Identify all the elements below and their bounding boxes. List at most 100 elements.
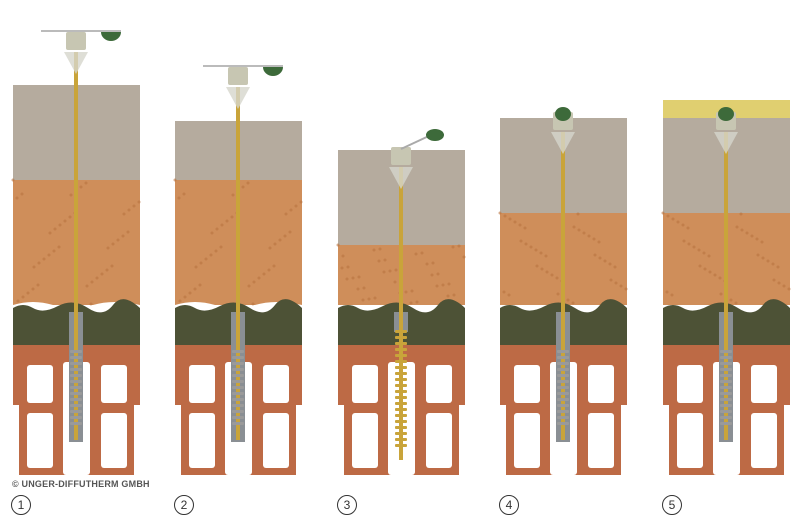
step-label-5: 5 — [662, 495, 682, 515]
texture-dot — [703, 267, 707, 271]
brick-web — [615, 425, 621, 460]
texture-dot — [782, 284, 786, 288]
texture-dot — [556, 292, 560, 296]
texture-dot — [707, 254, 711, 258]
brick-hole — [189, 413, 215, 468]
texture-dot — [760, 240, 764, 244]
texture-dot — [576, 212, 580, 216]
texture-dot — [750, 234, 754, 238]
texture-dot — [681, 223, 685, 227]
screw-thread — [395, 414, 407, 417]
brick-hole — [352, 413, 378, 468]
screw-thread — [557, 350, 569, 353]
texture-dot — [188, 291, 192, 295]
texture-dot — [498, 211, 502, 215]
brick-hole — [751, 365, 777, 403]
brick-hole — [426, 413, 452, 468]
screw-thread — [232, 362, 244, 365]
screw-thread — [557, 410, 569, 413]
brick-hole — [101, 365, 127, 403]
texture-dot — [356, 287, 360, 291]
brick-notch — [621, 405, 627, 475]
texture-dot — [447, 282, 451, 286]
cap-icon — [555, 107, 571, 121]
texture-dot — [183, 295, 187, 299]
texture-dot — [535, 264, 539, 268]
texture-dot — [272, 264, 276, 268]
texture-dot — [508, 217, 512, 221]
texture-dot — [571, 301, 575, 305]
texture-dot — [289, 208, 293, 212]
texture-dot — [676, 220, 680, 224]
texture-dot — [713, 273, 717, 277]
texture-dot — [116, 238, 120, 242]
texture-dot — [441, 283, 445, 287]
brick-hole — [588, 413, 614, 468]
brick-web — [19, 425, 25, 460]
screw-thread — [720, 350, 732, 353]
screw-thread — [395, 372, 407, 375]
texture-dot — [718, 276, 722, 280]
screw-thread — [395, 420, 407, 423]
texture-dot — [57, 245, 61, 249]
screw-thread — [70, 374, 82, 377]
texture-dot — [523, 226, 527, 230]
brick-hole — [514, 413, 540, 468]
texture-dot — [665, 290, 669, 294]
screw-thread — [557, 398, 569, 401]
texture-dot — [613, 265, 617, 269]
texture-dot — [555, 276, 559, 280]
texture-dot — [346, 265, 350, 269]
texture-dot — [182, 192, 186, 196]
texture-dot — [336, 243, 340, 247]
screw-thread — [557, 404, 569, 407]
cap-arm — [400, 134, 432, 150]
screw-thread — [70, 404, 82, 407]
texture-dot — [682, 239, 686, 243]
screw-shaft — [399, 167, 403, 460]
arrow-icon — [551, 132, 575, 154]
screw-shaft — [561, 132, 565, 440]
texture-dot — [373, 296, 377, 300]
brick-hole — [677, 413, 703, 468]
texture-dot — [394, 268, 398, 272]
cap-icon — [718, 107, 734, 121]
screw-thread — [720, 368, 732, 371]
texture-dot — [603, 259, 607, 263]
brick-web — [453, 425, 459, 460]
texture-dot — [729, 298, 733, 302]
screw-thread — [70, 350, 82, 353]
screw-shaft — [724, 132, 728, 440]
texture-dot — [529, 245, 533, 249]
screw-thread — [232, 410, 244, 413]
texture-dot — [199, 261, 203, 265]
texture-dot — [457, 244, 461, 248]
screw-thread — [232, 422, 244, 425]
screw-thread — [232, 380, 244, 383]
texture-dot — [740, 228, 744, 232]
texture-dot — [378, 247, 382, 251]
texture-dot — [90, 280, 94, 284]
texture-dot — [11, 178, 15, 182]
screw-thread — [395, 384, 407, 387]
texture-dot — [735, 225, 739, 229]
screw-thread — [557, 368, 569, 371]
texture-dot — [451, 245, 455, 249]
texture-dot — [545, 270, 549, 274]
texture-dot — [26, 291, 30, 295]
screw-thread — [70, 392, 82, 395]
texture-dot — [430, 273, 434, 277]
texture-dot — [126, 230, 130, 234]
screw-thread — [720, 416, 732, 419]
texture-dot — [267, 268, 271, 272]
screw-thread — [70, 368, 82, 371]
texture-dot — [288, 230, 292, 234]
brick-notch — [500, 405, 506, 475]
texture-dot — [436, 272, 440, 276]
texture-dot — [446, 294, 450, 298]
texture-dot — [614, 281, 618, 285]
texture-dot — [252, 280, 256, 284]
texture-dot — [698, 264, 702, 268]
texture-dot — [284, 212, 288, 216]
